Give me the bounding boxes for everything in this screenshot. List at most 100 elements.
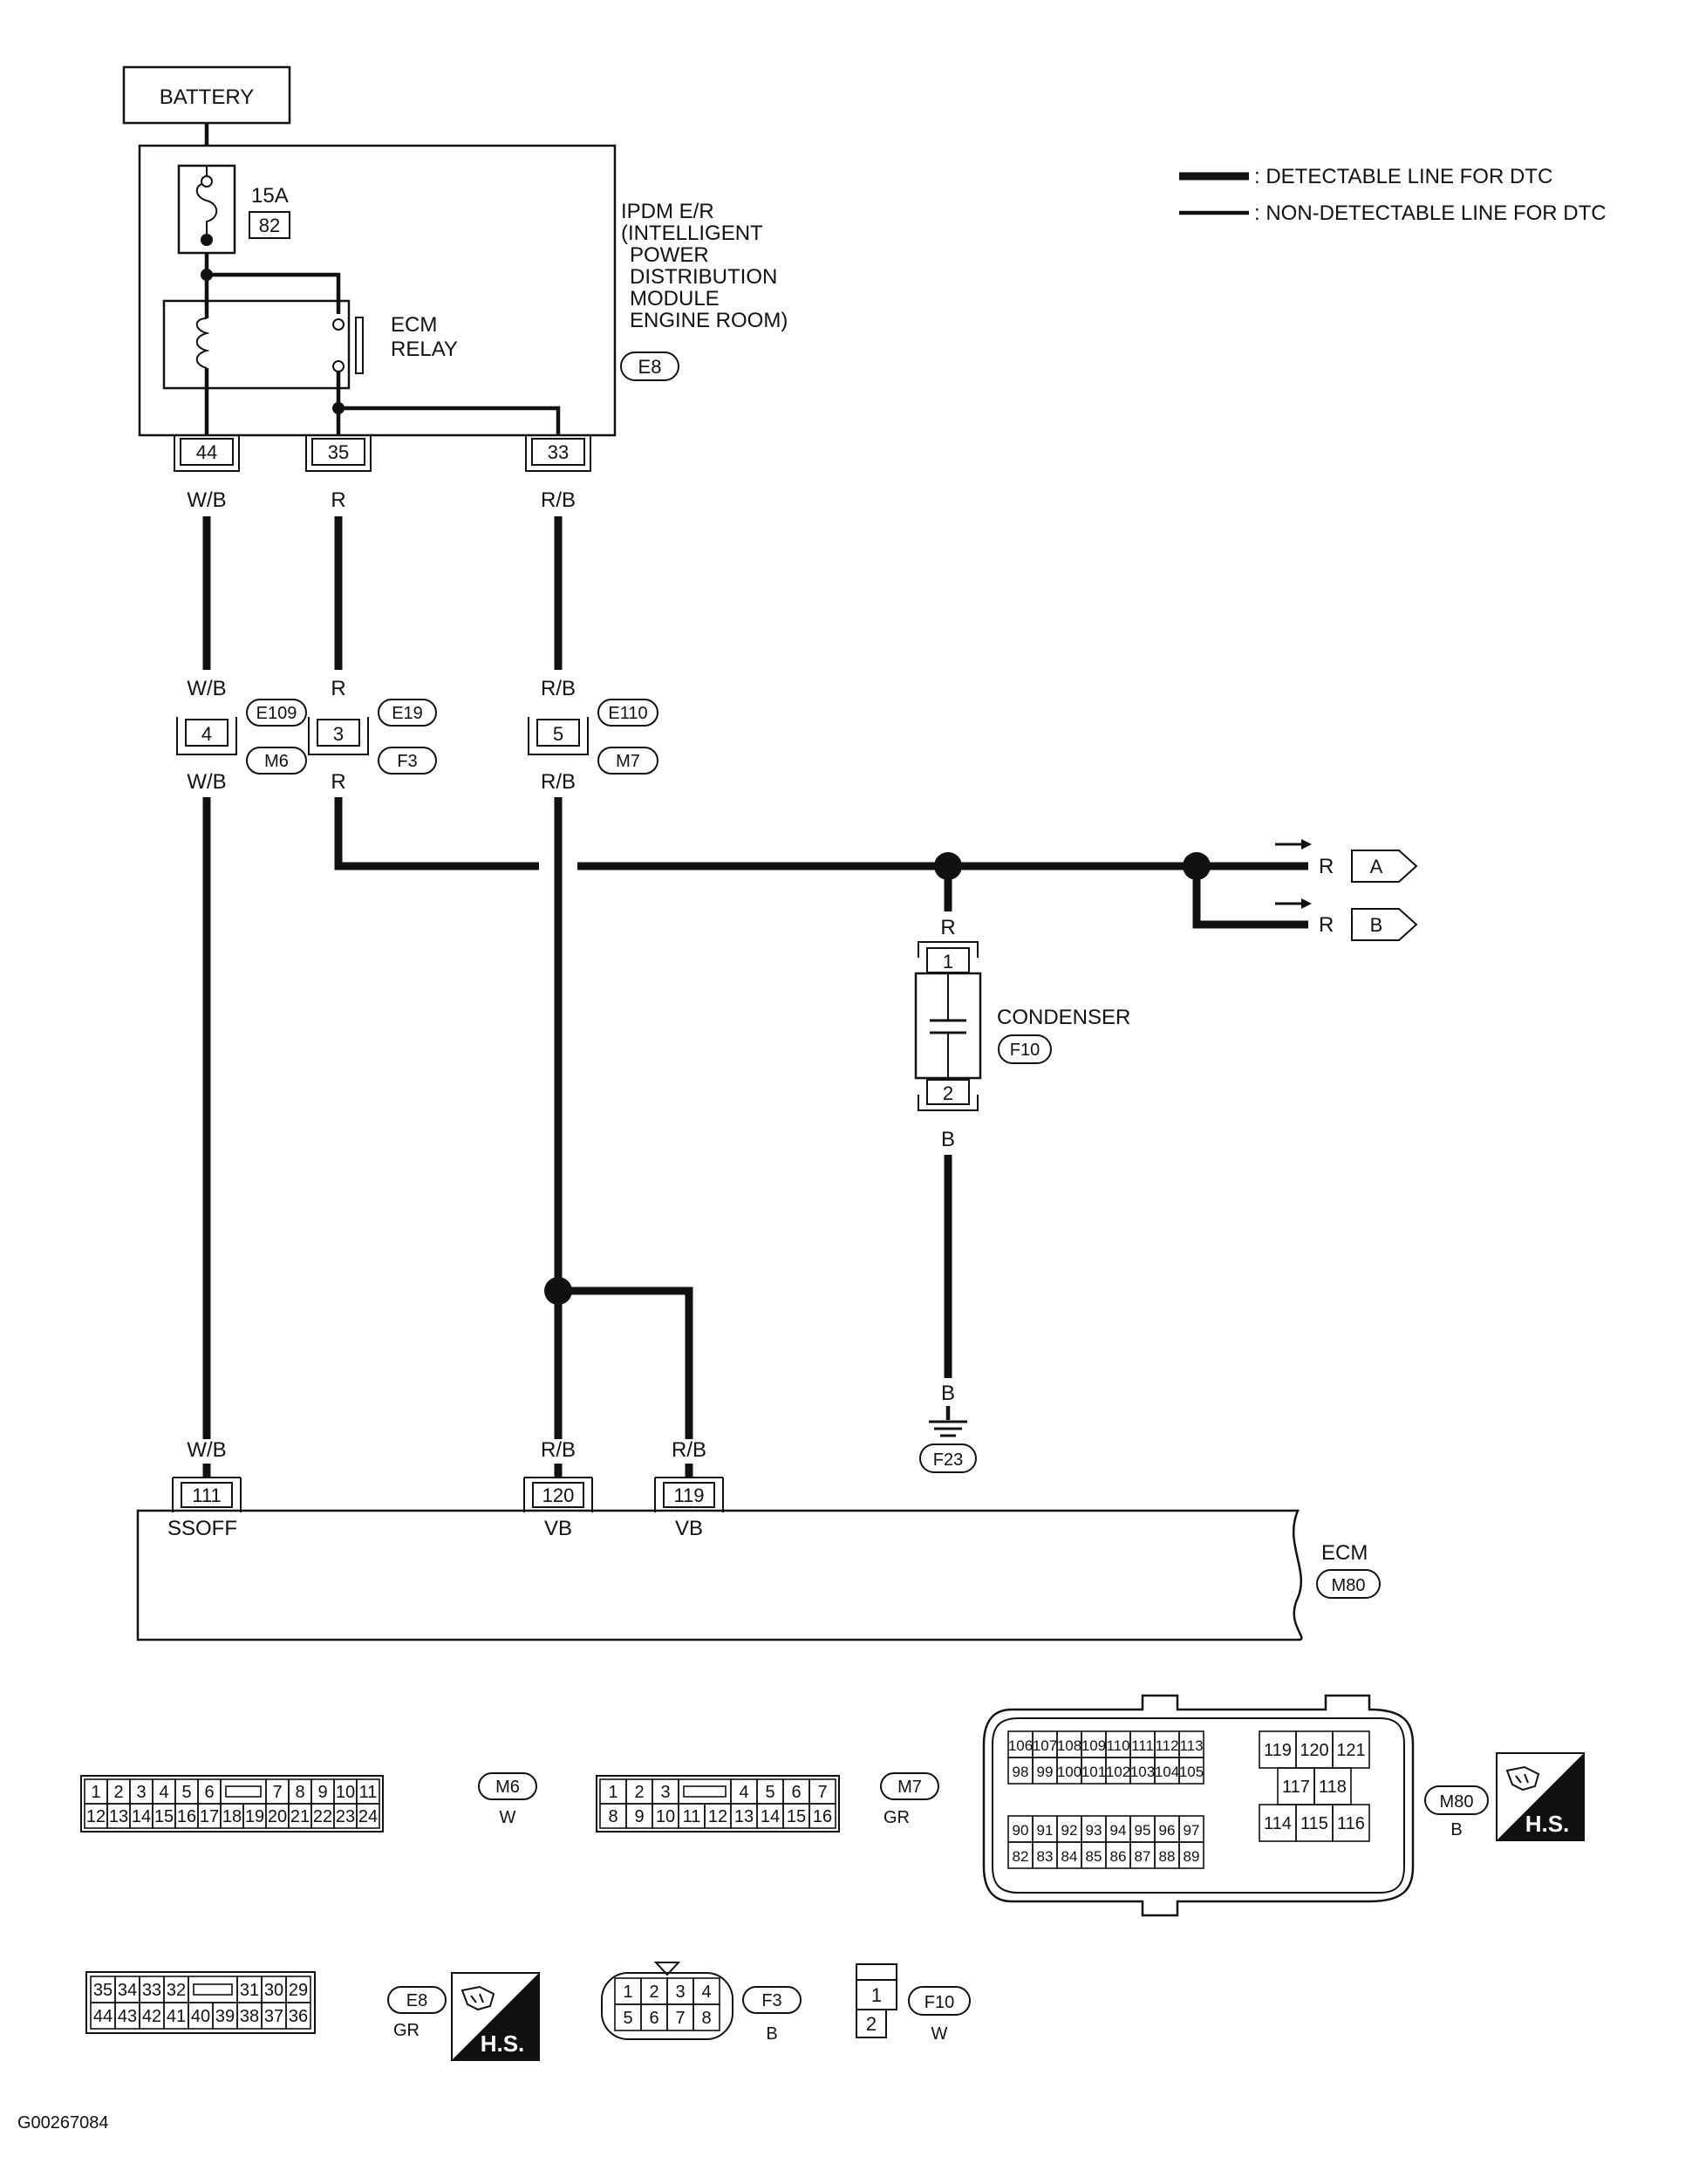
- connector-pin-number: 97: [1184, 1822, 1200, 1839]
- ipdm-pin-35-number: 35: [328, 441, 349, 463]
- arrow-b-head: [1301, 898, 1312, 909]
- connector-pin-number: 110: [1106, 1737, 1129, 1754]
- connector-pin-number: 120: [1300, 1741, 1328, 1760]
- connector-pin-cell: [356, 1803, 380, 1829]
- ipdm-label-line1: IPDM E/R: [621, 200, 714, 223]
- f10-pin: 2: [866, 2013, 877, 2035]
- ipdm-er: 15A 82 ECM RELAY: [138, 144, 617, 437]
- connector-oval: [742, 1986, 802, 2014]
- relay-contact-feed: [207, 272, 341, 314]
- connector-oval: [378, 699, 437, 727]
- connector-pin-number: 33: [142, 1981, 161, 2000]
- connector-oval: [378, 747, 437, 775]
- connector-oval: [246, 699, 307, 727]
- connector-pin-number: 121: [1336, 1741, 1365, 1760]
- ipdm-pin-44-bracket: [174, 435, 240, 472]
- connector-key-slot-mark: [683, 1785, 727, 1798]
- connector-pin-number: 35: [93, 1981, 113, 2000]
- connector-pin-number: 12: [86, 1807, 106, 1826]
- connector-shape-icon: [461, 1985, 495, 2011]
- wire-color-label: R: [331, 770, 345, 794]
- condenser-pin-1: 1: [943, 951, 953, 973]
- wire-color-label: R/B: [672, 1438, 706, 1462]
- connector-pin-number: 11: [683, 1807, 701, 1826]
- wire-color-label: B: [941, 1382, 955, 1405]
- relay-contact-bottom: [332, 360, 345, 372]
- connector-id: M6: [495, 1778, 520, 1797]
- connector-pin-number: 1: [623, 1983, 632, 2002]
- ecm-body: [136, 1509, 1303, 1641]
- battery-label: BATTERY: [160, 85, 254, 109]
- ecm-connector-oval: [1316, 1569, 1381, 1599]
- connector-pin-number: 90: [1013, 1822, 1029, 1839]
- condenser-bracket-top: [918, 941, 979, 958]
- connector-oval: [880, 1772, 939, 1800]
- m80-housing: [982, 1694, 1415, 1917]
- connector-housing: [85, 1971, 316, 2034]
- connector-pin-number: 109: [1081, 1737, 1106, 1754]
- connector-housing: [596, 1775, 840, 1833]
- f10-tab: [856, 1963, 897, 1981]
- connector-pin-number: 37: [264, 2007, 283, 2026]
- connector-oval: [597, 747, 658, 775]
- ecm-pin-number: 120: [542, 1484, 575, 1506]
- ipdm-label-line5: MODULE: [630, 287, 720, 311]
- junction-connector-e109-m6: 4 E109 M6: [176, 699, 307, 775]
- ipdm-connector-id: E8: [638, 356, 662, 378]
- offpage-b-flag: [1351, 908, 1418, 941]
- relay-switch-bar: [355, 317, 364, 374]
- connector-pin-number: 8: [608, 1807, 617, 1826]
- connector-pin-number: 5: [765, 1783, 774, 1802]
- connector-pin-number: 104: [1155, 1764, 1179, 1780]
- connector-pin-number: 21: [290, 1807, 310, 1826]
- ipdm-label: IPDM E/R (INTELLIGENT POWER DISTRIBUTION…: [620, 200, 788, 381]
- wire-color-label: W/B: [187, 488, 226, 512]
- connector-oval: [597, 699, 658, 727]
- connector-id: E109: [256, 704, 297, 723]
- ground-connector-oval: [919, 1443, 977, 1473]
- ecm-pin-number: 111: [192, 1484, 221, 1506]
- connector-pin-number: 111: [1131, 1737, 1154, 1754]
- connector-pin-number: 108: [1057, 1737, 1081, 1754]
- connector-pin-number: 3: [660, 1783, 670, 1802]
- wire-color-label: R/B: [541, 770, 576, 794]
- wire-color-label: R: [1319, 855, 1334, 878]
- connector-pin-number: 34: [118, 1981, 137, 2000]
- ecm-pin-bracket: [172, 1477, 242, 1512]
- wire-color-label: B: [941, 1128, 955, 1151]
- connector-key-slot: [220, 1778, 267, 1805]
- condenser-connector-oval: [998, 1034, 1052, 1064]
- ipdm-label-line6: ENGINE ROOM): [630, 309, 788, 332]
- connector-pin-number: 4: [159, 1783, 168, 1802]
- connector-pin-number: 115: [1300, 1814, 1328, 1833]
- connector-pin-number: 7: [675, 2009, 685, 2028]
- connector-pin-number: 85: [1086, 1848, 1102, 1865]
- connector-color: W: [500, 1808, 516, 1827]
- connector-id: F3: [761, 1991, 781, 2010]
- f10-pin: 1: [871, 1984, 882, 2006]
- relay-label-line1: ECM: [391, 313, 437, 337]
- ecm-pin-box: [663, 1482, 715, 1508]
- connector-oval: [478, 1772, 537, 1800]
- connector-pin-number: 9: [634, 1807, 644, 1826]
- connector-pin-cell: [692, 2003, 720, 2031]
- connector-id: M7: [616, 752, 640, 771]
- f10-cell: [856, 2009, 887, 2038]
- hs-badge-label: H.S.: [481, 2030, 525, 2057]
- connector-pin-cell: [1178, 1841, 1204, 1869]
- ecm-pin-box: [532, 1482, 584, 1508]
- connector-color: GR: [884, 1808, 910, 1827]
- connector-pin-number: 23: [336, 1807, 355, 1826]
- connector-pin-number: 18: [222, 1807, 242, 1826]
- connector-pin-number: 82: [1013, 1848, 1029, 1865]
- connector-pin-cell: [1332, 1804, 1370, 1842]
- connector-id: F10: [924, 1993, 954, 2012]
- connector-pin-number: 3: [675, 1983, 685, 2002]
- connector-pin-number: 9: [317, 1783, 327, 1802]
- condenser-pin-2-box: [926, 1079, 970, 1105]
- connector-pin-number: 101: [1081, 1764, 1106, 1780]
- junction-pin-number: 3: [333, 723, 344, 745]
